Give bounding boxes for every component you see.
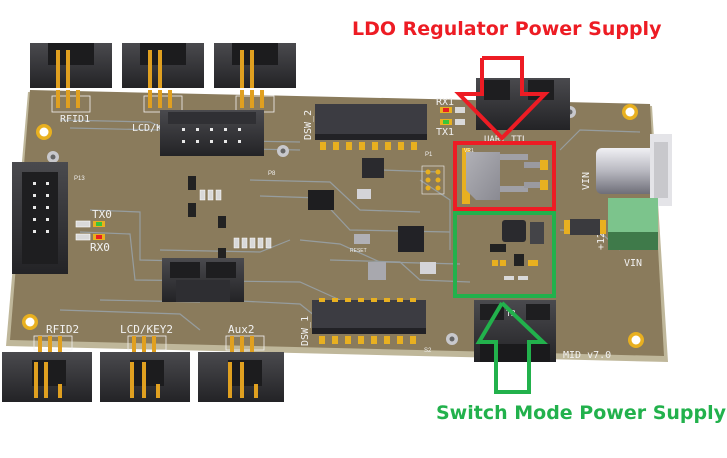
ics: RESET xyxy=(308,158,445,280)
header-middle xyxy=(162,258,244,302)
refdes-p8: P8 xyxy=(268,171,276,177)
refdes-s2: S2 xyxy=(424,348,432,354)
led-group-0: TX0 RX0 xyxy=(75,208,112,254)
ic-u4 xyxy=(362,158,384,178)
dip-switch-dsw2: DSW_2 P1 xyxy=(303,104,433,158)
label-reset: RESET xyxy=(350,248,367,254)
smps-highlight-box xyxy=(453,211,556,298)
resistor-r29 xyxy=(75,233,91,241)
label-dsw1: DSW_1 xyxy=(300,316,311,346)
ldo-title: LDO Regulator Power Supply xyxy=(352,18,662,40)
crystal-y2 xyxy=(357,189,371,199)
refdes-vr1: VR1 xyxy=(464,148,474,154)
header-rfid1: RFID1 xyxy=(30,43,112,125)
header-p8: P8 xyxy=(160,110,276,177)
label-rfid2: RFID2 xyxy=(46,323,79,336)
header-lcd-key2: LCD/KEY2 xyxy=(100,323,190,402)
diode-d2 xyxy=(564,219,606,235)
label-dsw2: DSW_2 xyxy=(303,110,314,140)
label-vin-terminal: VIN xyxy=(624,258,642,269)
refdes-p1: P1 xyxy=(425,152,433,158)
smps-components xyxy=(490,220,544,280)
reset-button xyxy=(354,234,370,244)
label-rx1: RX1 xyxy=(436,97,454,108)
label-uart-ttl: UART TTL xyxy=(484,135,527,145)
board-revision: MID v7.0 xyxy=(563,350,611,361)
label-vin-jack: VIN xyxy=(581,172,592,190)
smps-annotation xyxy=(453,211,556,394)
ic-u6 xyxy=(368,262,386,280)
label-rfid1: RFID1 xyxy=(60,114,90,125)
dip-switch-dsw1: DSW_1 S2 xyxy=(300,298,432,354)
header-aux1 xyxy=(214,43,296,113)
bottom-headers: RFID2 LCD/KEY2 Aux2 xyxy=(2,323,284,402)
smps-title: Switch Mode Power Supply xyxy=(436,402,727,424)
crystal-y1 xyxy=(420,262,436,274)
label-lcd-key2: LCD/KEY2 xyxy=(120,323,173,336)
resistor-r30 xyxy=(75,220,91,228)
ldo-highlight-box xyxy=(453,141,556,211)
header-p13: P13 xyxy=(12,162,85,274)
refdes-p13: P13 xyxy=(74,176,85,182)
label-tx0: TX0 xyxy=(92,208,112,221)
passives-left xyxy=(188,176,272,260)
power-jack: VIN xyxy=(581,134,672,206)
top-headers: RFID1 LCD/KEY1 xyxy=(30,43,296,134)
label-rx0: RX0 xyxy=(90,241,110,254)
ldo-annotation xyxy=(453,56,556,211)
led-group-1: RX1 TX1 xyxy=(436,97,465,138)
label-aux2: Aux2 xyxy=(228,323,255,336)
ic-u5 xyxy=(308,190,334,210)
inductor-l2 xyxy=(502,220,526,242)
jumper-block xyxy=(421,165,445,195)
ldo-regulator-vr1: VR1 xyxy=(462,148,548,204)
header-lcd-key1: LCD/KEY1 xyxy=(122,43,204,134)
label-tx1: TX1 xyxy=(436,127,454,138)
smps-arrow xyxy=(475,301,549,394)
label-lcd-key1: LCD/KEY1 xyxy=(132,123,180,134)
ldo-arrow xyxy=(454,56,550,141)
diode-d3 xyxy=(530,222,544,244)
header-rfid2: RFID2 xyxy=(2,323,92,402)
terminal-block: +12V- VIN xyxy=(596,198,658,269)
label-12v: +12V- xyxy=(596,220,607,250)
header-aux2: Aux2 xyxy=(198,323,284,402)
ic-u1 xyxy=(398,226,424,252)
